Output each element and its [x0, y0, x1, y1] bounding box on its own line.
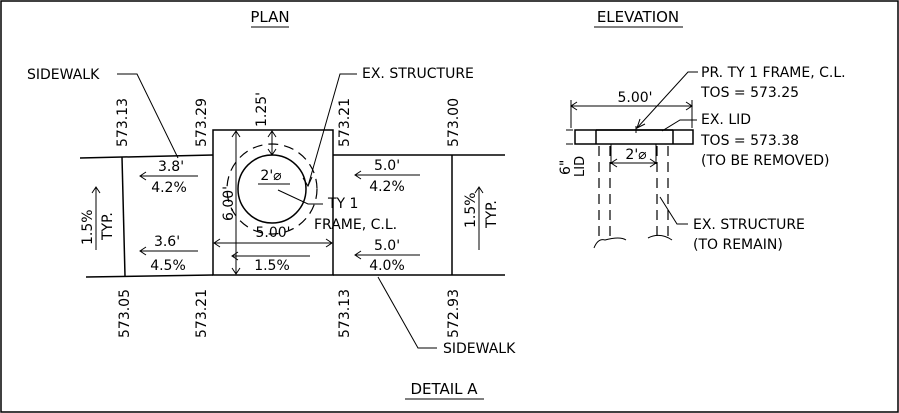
slope-mid-arrowhead: [231, 251, 239, 261]
ex-structure-label: EX. STRUCTURE: [362, 66, 474, 82]
plan-title: PLAN: [250, 8, 289, 26]
frame-slab: [574, 129, 694, 145]
right-top-length: 5.0': [374, 158, 400, 174]
right-top-arrowhead: [354, 170, 362, 180]
frame-label-line1: TY 1: [327, 196, 358, 212]
dim-offset-arrow-bottom: [267, 148, 277, 156]
cross-typ-left: TYP.: [100, 212, 116, 241]
cross-slope-left: 1.5%: [80, 209, 96, 245]
dim-width-arrow-left: [213, 238, 221, 248]
elev-top-3: 573.21: [337, 98, 353, 147]
elev-bottom-4: 572.93: [446, 289, 462, 338]
ex-structure-leader-arrow: [302, 176, 313, 188]
elev-top-4: 573.00: [446, 98, 462, 147]
elev-bottom-2: 573.21: [194, 289, 210, 338]
sidewalk-bottom-label: SIDEWALK: [443, 341, 516, 357]
elev-lid-line2: TOS = 573.38: [700, 133, 799, 149]
right-top-slope: 4.2%: [369, 179, 405, 195]
elev-dim-diameter-label: 2'⌀: [625, 147, 647, 163]
elev-dim-height-label: 6": [558, 160, 574, 175]
elev-frame-line2: TOS = 573.25: [700, 85, 799, 101]
dim-height-arrow-bottom: [231, 267, 241, 275]
left-top-length: 3.8': [158, 159, 184, 175]
cross-typ-right: TYP.: [484, 200, 500, 229]
slope-mid-label: 1.5%: [254, 258, 290, 274]
break-line-right: [647, 234, 673, 241]
elev-lid-line1: EX. LID: [701, 112, 751, 128]
elev-dim-diameter-arrow-left: [610, 158, 618, 168]
sidewalk-top-leader: [117, 73, 179, 159]
dim-height-arrow-top: [231, 130, 241, 138]
elev-structure-line2: (TO REMAIN): [693, 237, 783, 253]
elev-bottom-1: 573.05: [117, 289, 133, 338]
dim-diameter-label: 2'⌀: [260, 168, 282, 184]
elevation-view: 5.00' 2'⌀ 6" LID PR. TY 1 FRAME, C.L. TO…: [558, 65, 846, 253]
dim-width-label: 5.00': [255, 225, 290, 241]
right-bottom-arrowhead: [354, 250, 362, 260]
left-bottom-length: 3.6': [154, 234, 180, 250]
ex-structure-circle: [226, 143, 318, 235]
right-bottom-slope: 4.0%: [369, 258, 405, 274]
plan-view: 1.25' 6.00' 5.00' 2'⌀ 1.5% 3.8' 4.2% 3.6…: [27, 66, 516, 357]
elev-dim-width-arrow-left: [570, 101, 578, 111]
detail-title: DETAIL A: [410, 380, 478, 398]
elev-structure-line1: EX. STRUCTURE: [693, 217, 805, 233]
elev-dim-width-arrow-right: [685, 101, 693, 111]
elev-dim-diameter-arrow-right: [649, 158, 657, 168]
left-top-arrowhead: [139, 171, 147, 181]
dim-width-arrow-right: [325, 238, 333, 248]
elev-dim-width-label: 5.00': [617, 90, 652, 106]
cross-slope-right-arrowhead: [474, 186, 484, 194]
break-line-left: [593, 237, 627, 249]
dim-offset-label: 1.25': [254, 92, 270, 127]
sidewalk-bottom-leader: [377, 276, 437, 349]
elev-frame-line1: PR. TY 1 FRAME, C.L.: [701, 65, 846, 81]
elev-lid-line3: (TO BE REMOVED): [701, 153, 829, 169]
elev-lid-leader: [661, 119, 697, 132]
left-bottom-arrowhead: [139, 246, 147, 256]
elev-dim-height-sublabel: LID: [573, 156, 588, 177]
frame-label-line2: FRAME, C.L.: [314, 217, 397, 233]
left-top-slope: 4.2%: [151, 180, 187, 196]
frame-leader: [277, 189, 323, 205]
right-bottom-length: 5.0': [374, 238, 400, 254]
elevation-title: ELEVATION: [597, 8, 679, 26]
joint-left: [121, 156, 126, 277]
elev-top-2: 573.29: [194, 98, 210, 147]
dim-offset-arrow-top: [267, 130, 277, 138]
cross-slope-right: 1.5%: [463, 192, 479, 228]
elev-frame-leader-arrow: [636, 118, 646, 129]
sidewalk-edge-bottom-left: [85, 274, 214, 278]
left-bottom-slope: 4.5%: [150, 258, 186, 274]
sidewalk-edge-top-left: [79, 154, 214, 159]
elev-bottom-3: 573.13: [337, 289, 353, 338]
ex-structure-leader: [307, 73, 357, 187]
dim-height-label: 6.00': [221, 186, 237, 221]
sidewalk-top-label: SIDEWALK: [27, 67, 100, 83]
frame-box: [212, 129, 334, 276]
elev-structure-leader: [659, 196, 688, 225]
elev-frame-leader: [636, 71, 698, 129]
frame-opening-circle: [237, 154, 307, 224]
elev-top-1: 573.13: [115, 98, 131, 147]
cross-slope-left-arrowhead: [91, 186, 101, 194]
